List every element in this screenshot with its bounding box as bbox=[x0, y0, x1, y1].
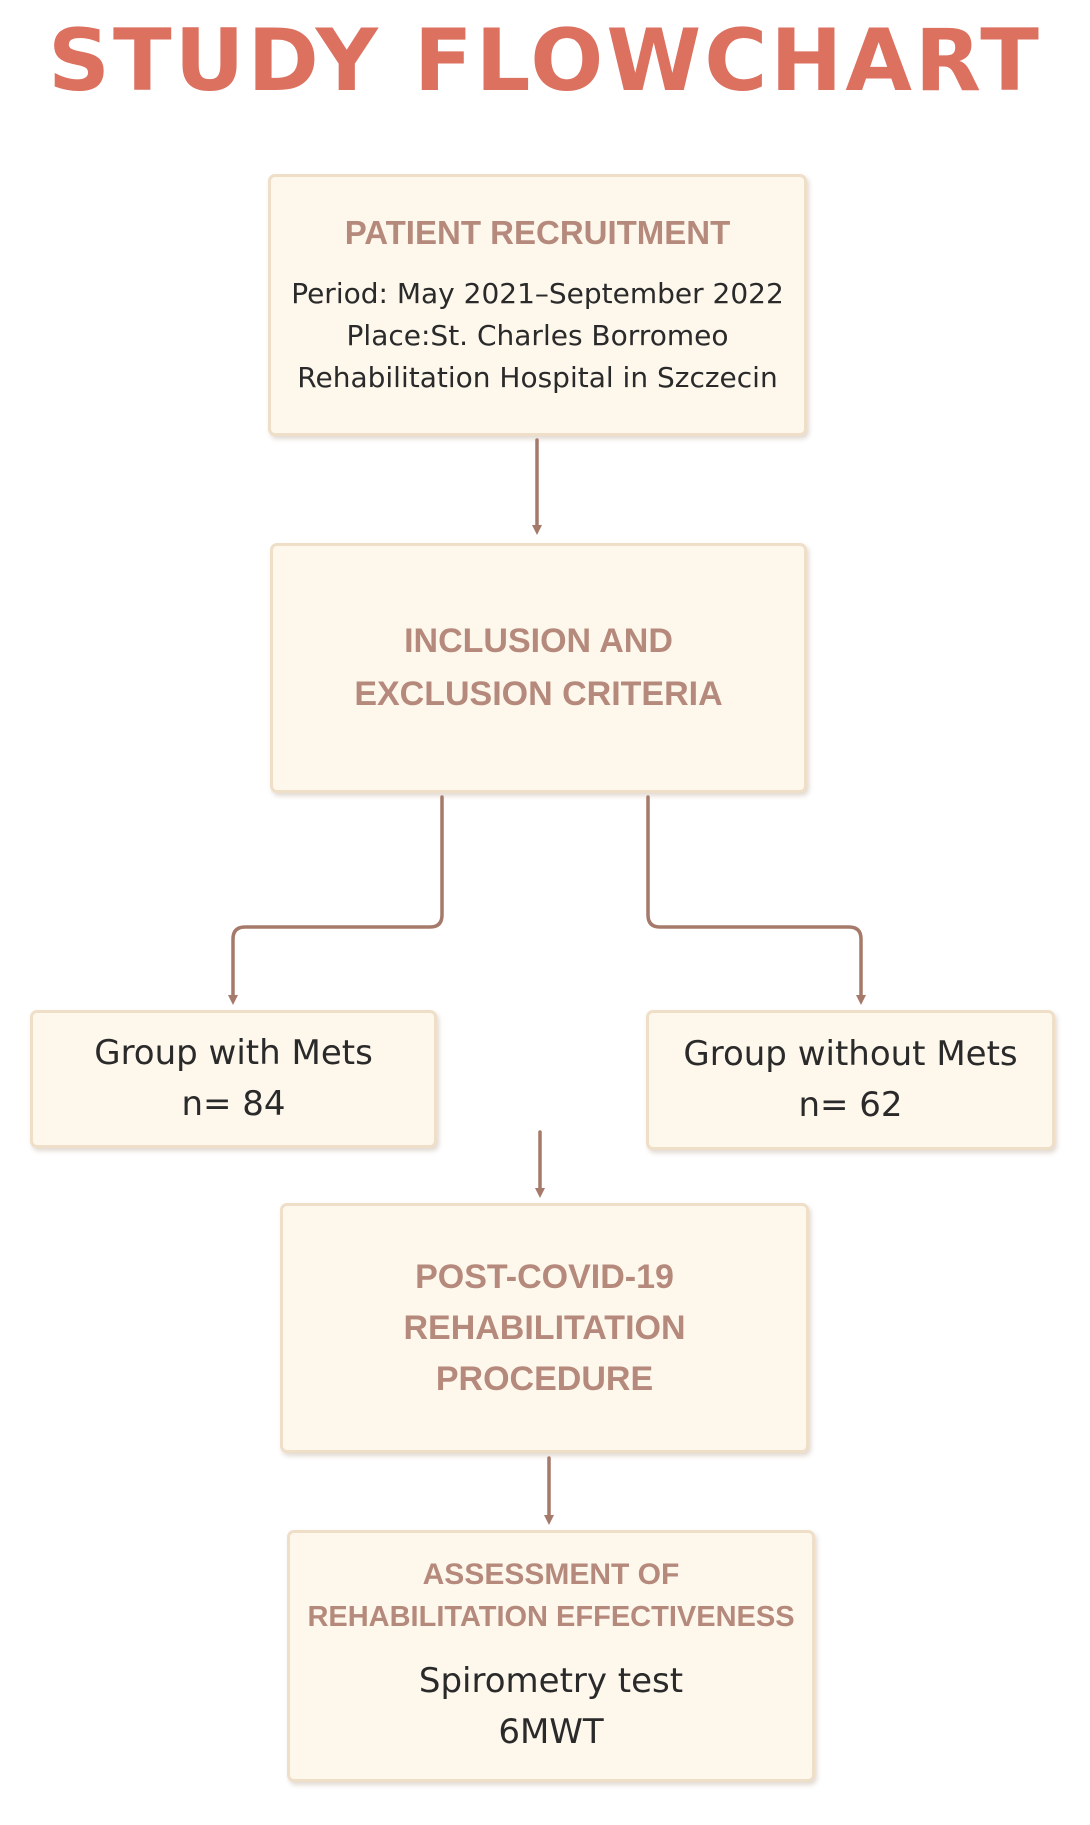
group-mets-label: Group with Mets bbox=[94, 1033, 373, 1073]
arrow-criteria-to-group-mets bbox=[228, 795, 444, 1005]
assessment-test2: 6MWT bbox=[498, 1711, 604, 1752]
group-without-mets-box: Group without Mets n= 62 bbox=[646, 1010, 1055, 1150]
group-no-mets-label: Group without Mets bbox=[683, 1034, 1018, 1074]
period-value: May 2021–September 2022 bbox=[387, 276, 784, 310]
page-title: STUDY FLOWCHART bbox=[48, 11, 1042, 111]
group-no-mets-n: n= 62 bbox=[798, 1085, 903, 1125]
criteria-line1: INCLUSION AND bbox=[404, 622, 673, 661]
arrow-criteria-to-group-no-mets bbox=[646, 795, 866, 1005]
group-mets-n: n= 84 bbox=[181, 1084, 286, 1124]
criteria-box: INCLUSION AND EXCLUSION CRITERIA bbox=[270, 543, 807, 793]
recruitment-place: Place:St. Charles Borromeo bbox=[347, 315, 729, 357]
assessment-test1: Spirometry test bbox=[418, 1660, 684, 1701]
procedure-line1: POST-COVID-19 bbox=[415, 1257, 674, 1296]
procedure-line3: PROCEDURE bbox=[435, 1359, 654, 1398]
place-label: Place: bbox=[346, 318, 431, 352]
place-value: St. Charles Borromeo bbox=[430, 318, 729, 352]
patient-recruitment-box: PATIENT RECRUITMENT Period: May 2021–Sep… bbox=[268, 174, 807, 436]
procedure-line2: REHABILITATION bbox=[403, 1308, 686, 1347]
group-with-mets-box: Group with Mets n= 84 bbox=[30, 1010, 437, 1148]
recruitment-place-line2: Rehabilitation Hospital in Szczecin bbox=[297, 360, 778, 394]
assessment-line2: REHABILITATION EFFECTIVENESS bbox=[307, 1600, 795, 1633]
assessment-line1: ASSESSMENT OF bbox=[422, 1558, 680, 1592]
assessment-box: ASSESSMENT OF REHABILITATION EFFECTIVENE… bbox=[287, 1530, 815, 1782]
criteria-line2: EXCLUSION CRITERIA bbox=[354, 675, 723, 713]
recruitment-period: Period: May 2021–September 2022 bbox=[291, 273, 784, 315]
recruitment-heading: PATIENT RECRUITMENT bbox=[344, 214, 731, 252]
procedure-box: POST-COVID-19 REHABILITATION PROCEDURE bbox=[280, 1203, 809, 1453]
period-label: Period: bbox=[291, 276, 388, 310]
